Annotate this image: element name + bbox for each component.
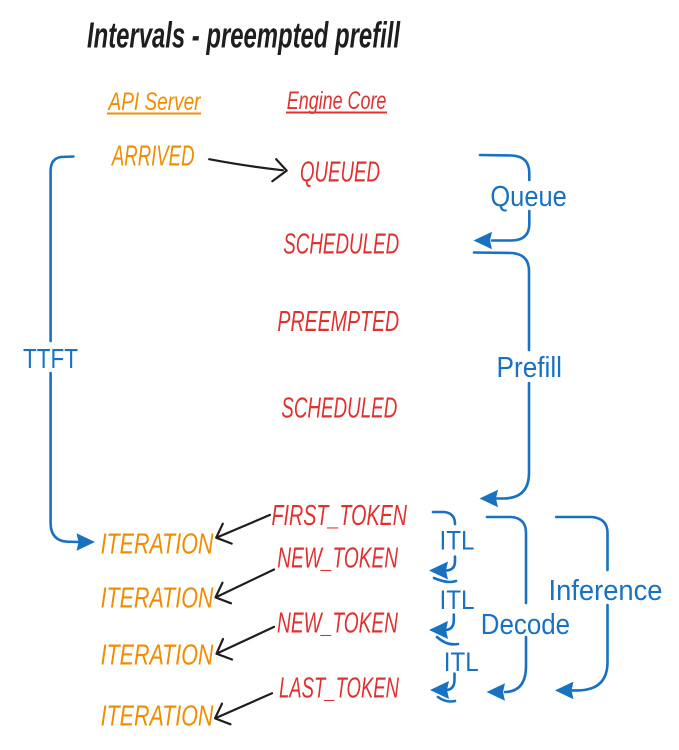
svg-text:ITL: ITL	[440, 585, 475, 615]
svg-text:ITERATION: ITERATION	[101, 701, 214, 733]
svg-text:Intervals - preempted prefill: Intervals - preempted prefill	[87, 15, 401, 56]
svg-text:ARRIVED: ARRIVED	[111, 141, 195, 173]
svg-text:ITERATION: ITERATION	[101, 529, 214, 561]
svg-text:API Server: API Server	[107, 88, 202, 116]
svg-text:TTFT: TTFT	[23, 343, 78, 374]
svg-text:Queue: Queue	[490, 181, 566, 213]
svg-text:ITERATION: ITERATION	[101, 640, 214, 672]
svg-text:ITL: ITL	[440, 525, 475, 555]
svg-text:NEW_TOKEN: NEW_TOKEN	[277, 608, 398, 640]
svg-text:NEW_TOKEN: NEW_TOKEN	[277, 543, 398, 575]
svg-text:Engine Core: Engine Core	[287, 87, 387, 115]
svg-text:PREEMPTED: PREEMPTED	[277, 306, 399, 338]
svg-text:Inference: Inference	[549, 575, 663, 607]
svg-text:Decode: Decode	[481, 609, 570, 641]
svg-text:SCHEDULED: SCHEDULED	[283, 229, 399, 261]
svg-text:LAST_TOKEN: LAST_TOKEN	[279, 673, 399, 705]
svg-text:Prefill: Prefill	[497, 352, 563, 384]
svg-text:QUEUED: QUEUED	[300, 157, 380, 189]
svg-text:ITERATION: ITERATION	[101, 582, 214, 614]
svg-text:FIRST_TOKEN: FIRST_TOKEN	[272, 500, 408, 532]
svg-text:ITL: ITL	[444, 647, 479, 677]
svg-text:SCHEDULED: SCHEDULED	[281, 393, 397, 425]
